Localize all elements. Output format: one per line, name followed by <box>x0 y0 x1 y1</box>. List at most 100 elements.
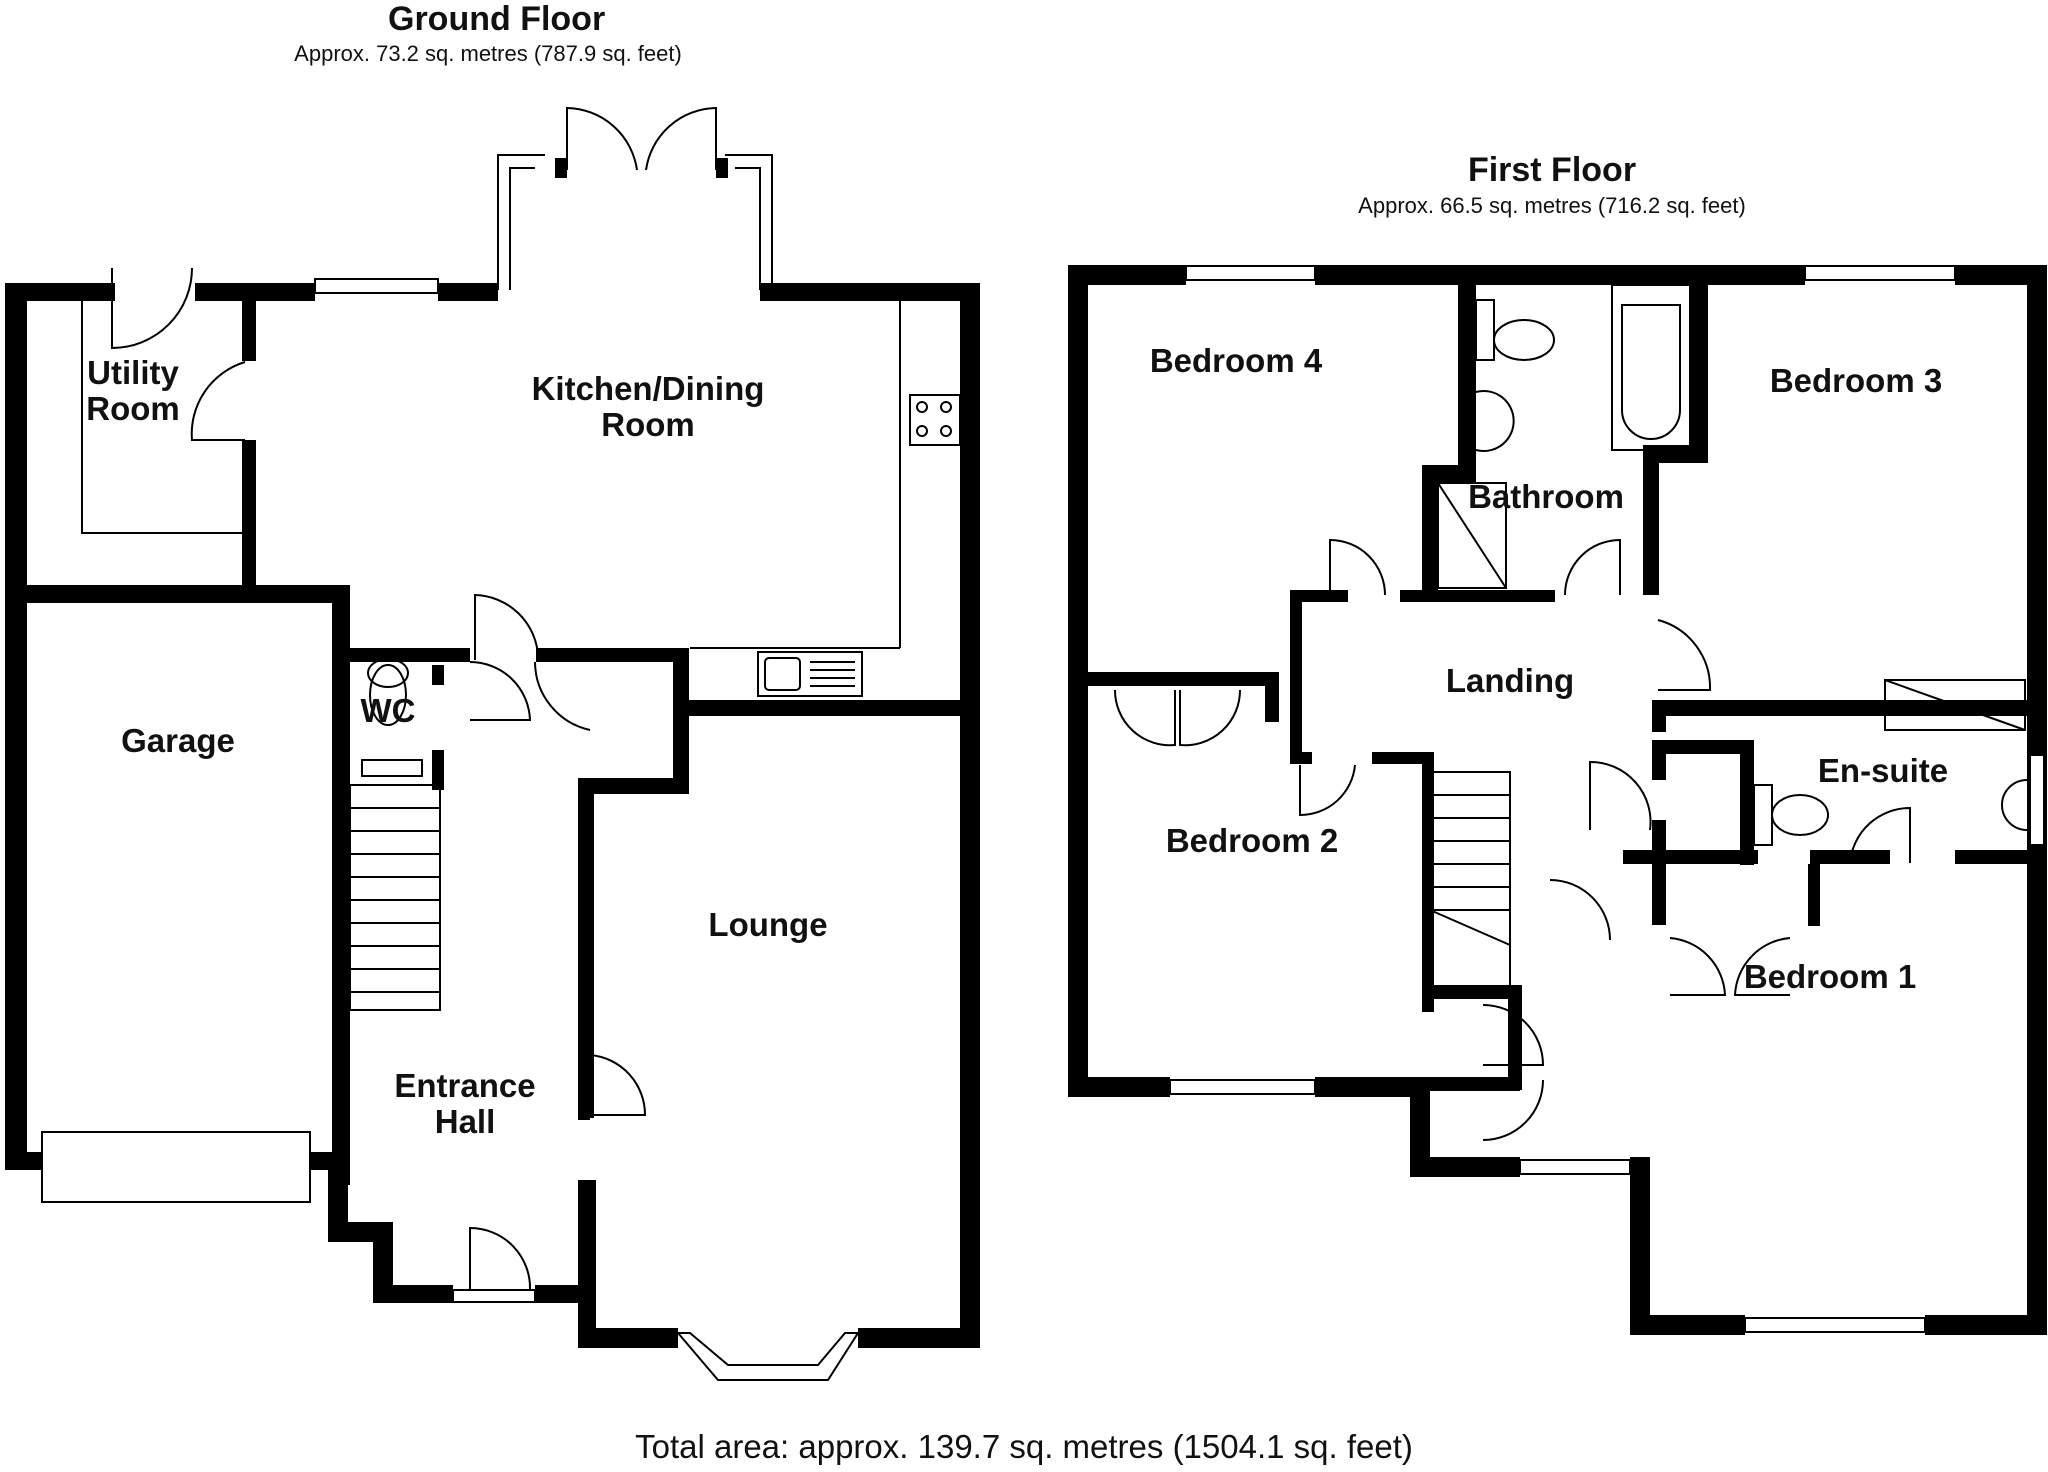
wall <box>1410 1077 1430 1177</box>
total-area: Total area: approx. 139.7 sq. metres (15… <box>635 1428 1413 1465</box>
wall <box>5 283 115 301</box>
wall <box>1740 740 1754 865</box>
door-swing <box>111 106 717 1291</box>
bay-outline <box>497 154 545 290</box>
room-label-bedroom-3: Bedroom 3 <box>1770 362 1942 399</box>
wall <box>578 1180 596 1348</box>
wall <box>1372 752 1430 764</box>
wall <box>716 158 728 178</box>
wall <box>1422 465 1438 595</box>
ground-floor-plan: Utility Room Kitchen/Dining Room WC Gara… <box>5 106 980 1381</box>
first-floor-title: First Floor <box>1467 151 1637 189</box>
ground-floor-area: Approx. 73.2 sq. metres (787.9 sq. feet) <box>294 41 682 66</box>
wall <box>1068 265 1088 1097</box>
wall <box>686 700 980 716</box>
room-label-bedroom-4: Bedroom 4 <box>1150 342 1323 379</box>
window <box>314 278 439 294</box>
wall <box>760 283 978 301</box>
wall <box>858 1328 980 1348</box>
room-label-landing: Landing <box>1446 662 1574 699</box>
window <box>1185 265 1316 281</box>
staircase <box>349 784 441 1011</box>
window <box>1744 1317 1926 1333</box>
staircase <box>1429 771 1511 988</box>
wall <box>242 440 256 590</box>
wall <box>5 585 350 603</box>
wall <box>590 778 689 794</box>
wall <box>1422 985 1520 999</box>
front-door-frame <box>452 1289 536 1303</box>
wall <box>1315 1077 1425 1097</box>
toilet-icon <box>1475 299 1555 361</box>
wall <box>1410 1157 1520 1177</box>
wall <box>578 778 594 1118</box>
wall <box>1652 740 1666 780</box>
wall <box>438 283 498 301</box>
wall <box>373 1222 393 1302</box>
garage-door <box>41 1131 311 1203</box>
room-label-utility: Room <box>86 390 180 427</box>
window <box>1804 265 1956 281</box>
wall <box>1410 1077 1520 1091</box>
wall <box>1955 850 2047 864</box>
ground-floor-title: Ground Floor <box>388 0 606 38</box>
wall <box>1630 1315 1745 1335</box>
wall <box>1422 752 1434 1012</box>
room-label-bedroom-1: Bedroom 1 <box>1744 958 1916 995</box>
bay-outline <box>735 167 761 290</box>
wall <box>1643 445 1659 595</box>
wall <box>1925 1315 2047 1335</box>
wall <box>1290 590 1302 760</box>
room-label-kitchen: Room <box>601 406 695 443</box>
first-floor-plan: Bedroom 4 Bathroom Bedroom 3 Landing En-… <box>1068 265 2047 1335</box>
room-label-bathroom: Bathroom <box>1468 478 1624 515</box>
wall <box>1630 1157 1650 1335</box>
wall <box>1068 265 1186 285</box>
wall <box>5 283 27 1170</box>
wall <box>536 648 686 662</box>
room-label-wc: WC <box>361 692 416 729</box>
wall <box>1265 672 1279 722</box>
shower-icon <box>1437 482 1507 589</box>
wall <box>1690 285 1708 460</box>
window <box>2029 754 2045 846</box>
wall <box>1955 265 2047 285</box>
first-floor-area: Approx. 66.5 sq. metres (716.2 sq. feet) <box>1358 193 1746 218</box>
wall <box>432 750 444 790</box>
room-label-ensuite: En-suite <box>1818 752 1948 789</box>
wall <box>373 1285 453 1303</box>
wall <box>1808 864 1820 926</box>
room-label-kitchen: Kitchen/Dining <box>532 370 765 407</box>
wall <box>1290 752 1312 764</box>
wall <box>960 283 980 1348</box>
wall <box>1400 590 1555 602</box>
wall <box>332 585 350 1185</box>
wall <box>578 1328 678 1348</box>
room-label-lounge: Lounge <box>708 906 827 943</box>
wall <box>1458 285 1476 475</box>
window <box>1169 1079 1316 1095</box>
wall <box>555 158 567 178</box>
ensuite-toilet-icon <box>1753 784 1829 846</box>
window <box>1519 1159 1631 1175</box>
wall <box>5 1152 45 1170</box>
wall <box>350 648 470 662</box>
ensuite-shower-icon <box>1884 679 2026 731</box>
ensuite-basin-icon <box>2001 779 2028 831</box>
wall <box>535 1285 580 1303</box>
worktop-outline <box>81 301 242 534</box>
wc-toilet-icon <box>361 658 423 777</box>
room-label-hall: Entrance <box>394 1067 535 1104</box>
wall <box>1652 820 1666 850</box>
wall <box>1068 1077 1170 1097</box>
wall <box>1652 740 1740 754</box>
hob-icon <box>909 394 961 446</box>
wall <box>1652 700 1666 732</box>
room-label-bedroom-2: Bedroom 2 <box>1166 822 1338 859</box>
bay-outline <box>725 154 773 290</box>
room-label-hall: Hall <box>435 1103 496 1140</box>
room-label-utility: Utility <box>87 354 179 391</box>
wall <box>1508 985 1522 1090</box>
wall <box>1088 672 1278 686</box>
